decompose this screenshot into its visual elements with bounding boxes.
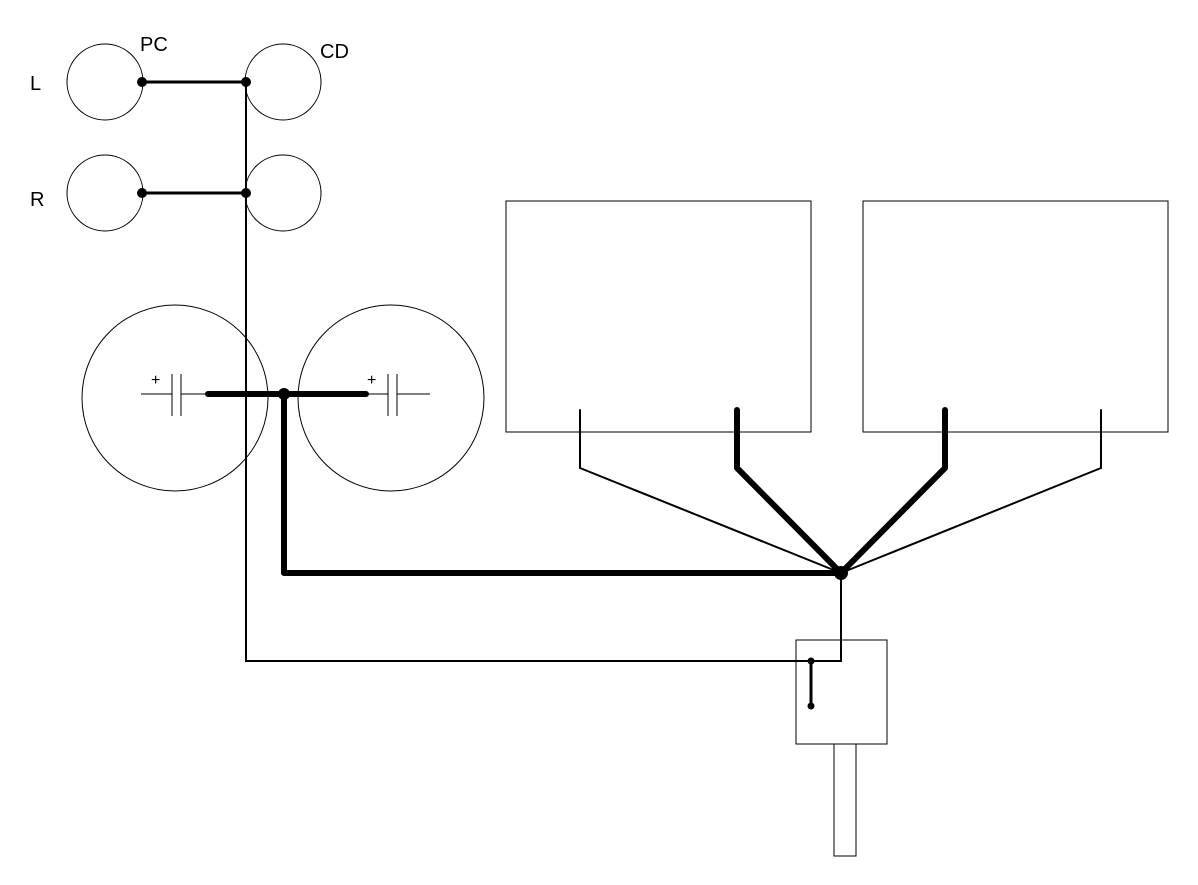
- pc-right-jack: [66, 154, 144, 232]
- right-panel-thin-lead: [840, 409, 1102, 574]
- cd-left-jack: [244, 43, 322, 121]
- left-capacitor-plus: +: [151, 372, 160, 389]
- cd-right-jack: [244, 154, 322, 232]
- pc-left-jack: [66, 43, 144, 121]
- pc-right-solder-dot: [137, 188, 147, 198]
- cd-label: CD: [320, 41, 349, 63]
- pc-label: PC: [140, 34, 168, 56]
- main-junction-dot: [834, 566, 848, 580]
- left-channel-label: L: [30, 73, 41, 95]
- capacitor-junction-dot: [278, 388, 290, 400]
- right-capacitor-plus: +: [367, 372, 376, 389]
- right-capacitor-body: [297, 304, 485, 492]
- left-capacitor-symbol: [141, 374, 207, 416]
- right-panel-box: [862, 200, 1169, 433]
- left-capacitor-body: [81, 304, 269, 492]
- left-panel-box: [505, 200, 812, 433]
- left-panel-heavy-lead: [734, 407, 844, 576]
- connector-top-dot: [807, 657, 815, 665]
- pc-left-solder-dot: [137, 77, 147, 87]
- cd-left-solder-dot: [241, 77, 251, 87]
- left-panel-thin-lead: [579, 409, 842, 574]
- ground-return-wire: [245, 81, 842, 662]
- right-channel-label: R: [30, 189, 44, 211]
- cd-right-solder-dot: [241, 188, 251, 198]
- connector-bottom-dot: [807, 702, 815, 710]
- connector-plug: [833, 743, 857, 857]
- right-panel-heavy-lead: [838, 407, 948, 576]
- capacitor-feed-wire: [281, 391, 844, 576]
